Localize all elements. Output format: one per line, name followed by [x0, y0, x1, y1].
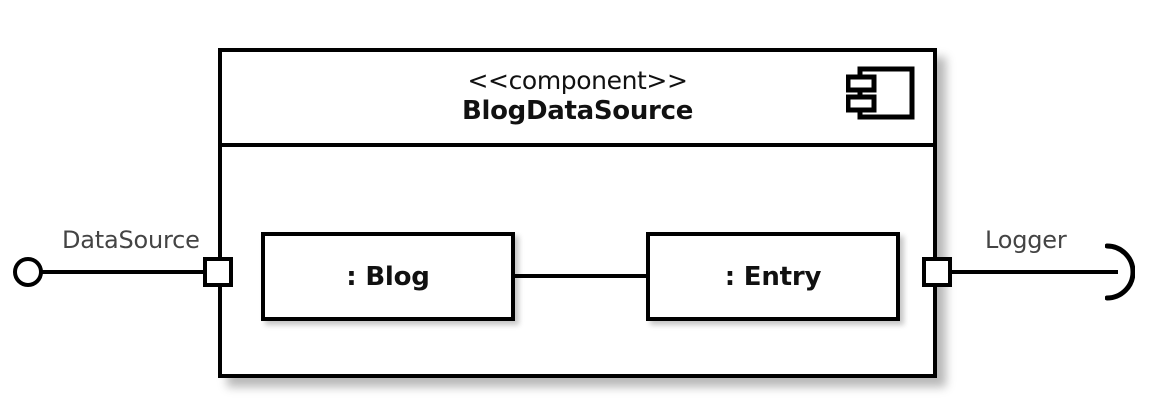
required-interface-socket-icon[interactable]	[1104, 240, 1136, 304]
part-connector-line	[513, 274, 648, 278]
component-header: <<component>> BlogDataSource	[222, 52, 933, 147]
component-name: BlogDataSource	[461, 95, 694, 126]
component-box[interactable]: <<component>> BlogDataSource : Blog : En…	[218, 48, 937, 378]
component-header-text: <<component>> BlogDataSource	[222, 66, 933, 126]
part-label: : Blog	[346, 261, 430, 292]
part-box-blog[interactable]: : Blog	[261, 232, 515, 321]
component-stereotype: <<component>>	[467, 66, 688, 95]
provided-interface-label: DataSource	[62, 226, 200, 254]
required-interface-connector-line	[950, 270, 1118, 274]
required-interface-label: Logger	[985, 226, 1067, 254]
part-box-entry[interactable]: : Entry	[646, 232, 900, 321]
provided-interface-ball-icon[interactable]	[13, 257, 43, 287]
provided-interface-connector-line	[42, 270, 205, 274]
part-label: : Entry	[724, 261, 822, 292]
port-right[interactable]	[922, 257, 952, 287]
component-icon	[845, 66, 916, 120]
port-left[interactable]	[203, 257, 233, 287]
